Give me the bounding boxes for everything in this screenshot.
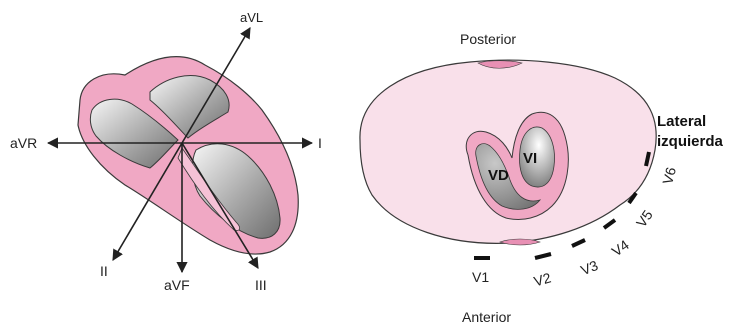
lead-v2-label: V2 xyxy=(532,269,553,289)
lateral-label-line2: izquierda xyxy=(657,133,724,150)
horizontal-plane-panel: VD VI Posterior Anterior Lateral izquier… xyxy=(360,31,724,325)
frontal-plane-panel: aVL aVR I II aVF III xyxy=(10,10,322,293)
right-ventricle-label: VD xyxy=(488,167,509,184)
anterior-label: Anterior xyxy=(462,309,511,325)
lateral-label-line1: Lateral xyxy=(657,113,706,130)
lead-ii-label: II xyxy=(100,263,108,279)
lead-i-label: I xyxy=(318,135,322,151)
lead-v3-label: V3 xyxy=(578,257,600,278)
lead-v3-mark xyxy=(572,240,585,246)
posterior-label: Posterior xyxy=(460,31,516,47)
lead-v2-mark xyxy=(535,254,551,258)
lead-iii-label: III xyxy=(255,277,267,293)
lead-v4-label: V4 xyxy=(609,236,632,259)
lead-avl-label: aVL xyxy=(240,10,263,25)
lead-avf-label: aVF xyxy=(164,277,190,293)
left-ventricle-label: VI xyxy=(523,150,537,167)
lead-v4-mark xyxy=(604,220,615,228)
lead-v1-label: V1 xyxy=(472,269,489,285)
lead-v6-label: V6 xyxy=(659,165,679,186)
lead-avr-label: aVR xyxy=(10,135,37,151)
lead-v5-label: V5 xyxy=(633,207,656,230)
